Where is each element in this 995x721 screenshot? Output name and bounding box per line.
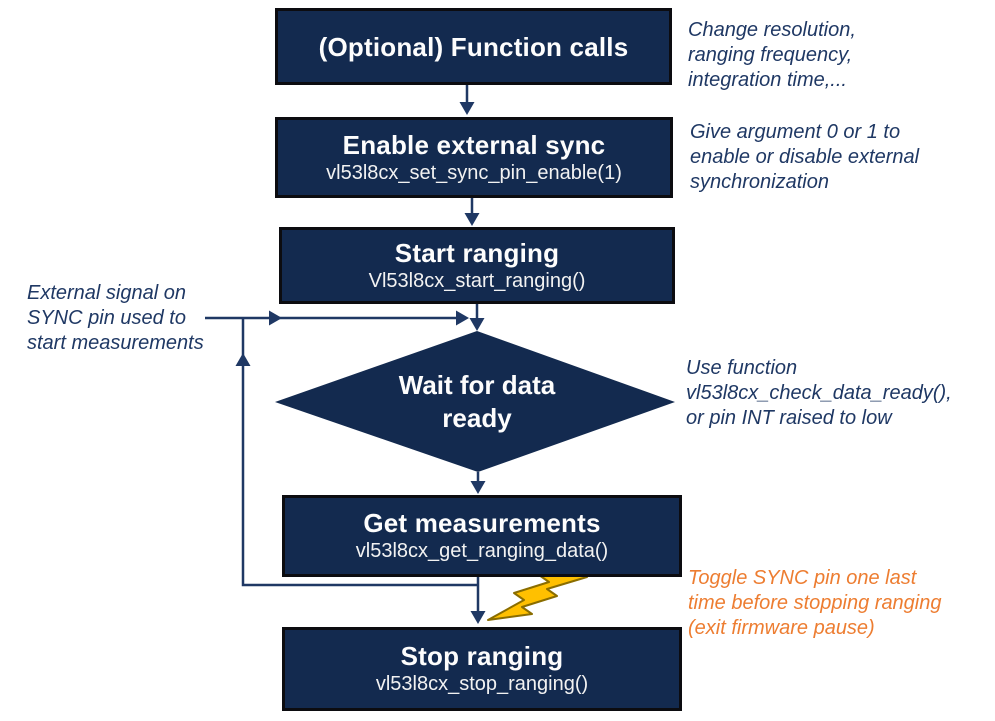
node-start-ranging-label: Start ranging bbox=[394, 237, 560, 268]
node-wait-data-ready-label: Wait for data ready bbox=[398, 370, 556, 433]
node-stop-ranging-label: Stop ranging bbox=[400, 641, 564, 671]
node-stop-ranging-api: vl53l8cx_stop_ranging() bbox=[375, 673, 589, 695]
node-get-measurements: Get measurements vl53l8cx_get_ranging_da… bbox=[282, 495, 682, 577]
lightning-bolt-icon bbox=[487, 562, 588, 621]
arrow-up-loopback bbox=[235, 353, 251, 366]
node-enable-external-sync-label: Enable external sync bbox=[342, 129, 606, 160]
node-get-measurements-label: Get measurements bbox=[363, 508, 601, 538]
node-enable-external-sync-api: vl53l8cx_set_sync_pin_enable(1) bbox=[326, 161, 622, 184]
wait-data-ready-diamond bbox=[275, 331, 675, 472]
arrow-right-into-junction bbox=[456, 310, 469, 326]
arrow-down-to-start-ranging bbox=[464, 213, 480, 226]
note-data-ready: Use function vl53l8cx_check_data_ready()… bbox=[686, 357, 952, 429]
note-function-calls: Change resolution, ranging frequency, in… bbox=[688, 19, 856, 91]
node-enable-external-sync: Enable external sync vl53l8cx_set_sync_p… bbox=[275, 117, 673, 198]
arrow-down-to-stop-ranging bbox=[470, 611, 486, 624]
flow-arrowheads bbox=[235, 102, 486, 624]
node-optional-function-calls: (Optional) Function calls bbox=[275, 8, 672, 85]
node-start-ranging-api: Vl53l8cx_start_ranging() bbox=[368, 269, 586, 292]
node-get-measurements-api: vl53l8cx_get_ranging_data() bbox=[355, 540, 609, 562]
note-external-signal: External signal on SYNC pin used to star… bbox=[27, 282, 204, 354]
node-stop-ranging: Stop ranging vl53l8cx_stop_ranging() bbox=[282, 627, 682, 711]
connector-lines bbox=[205, 85, 480, 612]
node-optional-function-calls-label: (Optional) Function calls bbox=[318, 31, 629, 62]
note-sync-argument: Give argument 0 or 1 to enable or disabl… bbox=[690, 121, 920, 193]
node-start-ranging: Start ranging Vl53l8cx_start_ranging() bbox=[279, 227, 675, 304]
note-toggle-sync: Toggle SYNC pin one last time before sto… bbox=[688, 567, 942, 639]
arrow-down-to-get-measurements bbox=[470, 481, 486, 494]
arrow-right-mid-sync-line bbox=[269, 310, 282, 326]
arrow-down-to-enable-sync bbox=[459, 102, 475, 115]
arrow-down-to-wait-diamond bbox=[469, 318, 485, 331]
